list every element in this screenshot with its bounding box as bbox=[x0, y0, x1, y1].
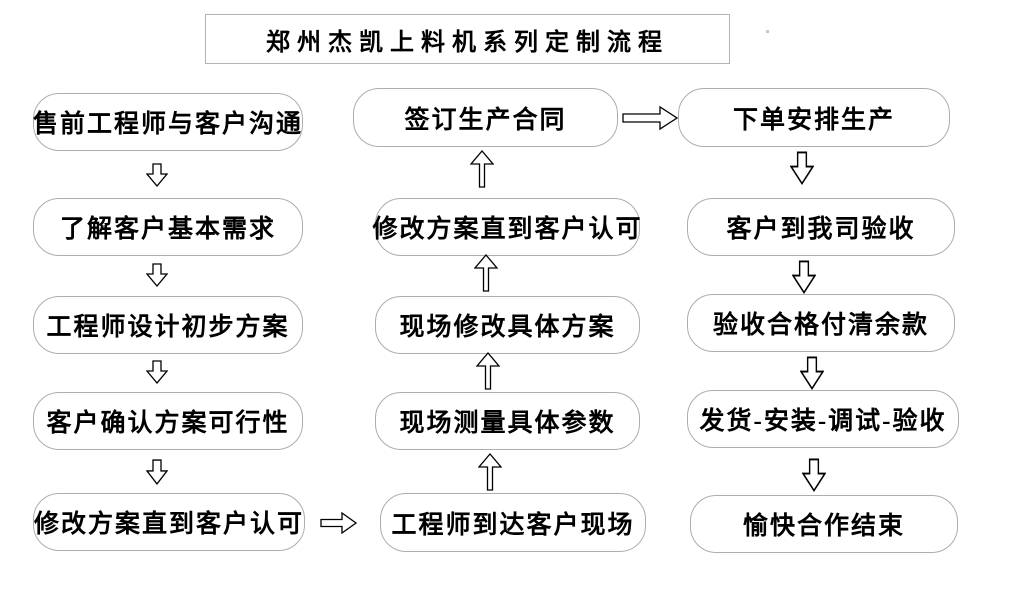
node-middle-1: 签订生产合同 bbox=[353, 88, 618, 147]
down-arrow-icon bbox=[792, 260, 816, 294]
node-middle-2: 修改方案直到客户认可 bbox=[372, 198, 643, 256]
node-left-3-label: 工程师设计初步方案 bbox=[46, 314, 290, 341]
node-right-5: 愉快合作结束 bbox=[690, 495, 958, 553]
node-right-4: 发货-安装-调试-验收 bbox=[687, 390, 959, 448]
down-arrow-icon bbox=[800, 356, 824, 390]
node-right-1-label: 下单安排生产 bbox=[732, 106, 895, 134]
dot-artifact bbox=[766, 30, 769, 33]
node-left-1: 售前工程师与客户沟通 bbox=[33, 93, 303, 151]
up-arrow-icon bbox=[478, 453, 502, 491]
node-left-4: 客户确认方案可行性 bbox=[33, 392, 303, 450]
node-left-4-label: 客户确认方案可行性 bbox=[46, 410, 290, 437]
right-arrow-icon bbox=[320, 511, 358, 535]
node-left-5: 修改方案直到客户认可 bbox=[33, 493, 305, 551]
node-middle-4-label: 现场测量具体参数 bbox=[399, 410, 616, 437]
node-middle-4: 现场测量具体参数 bbox=[375, 392, 640, 450]
node-right-3-label: 验收合格付清余款 bbox=[712, 312, 929, 339]
page-title: 郑州杰凯上料机系列定制流程 bbox=[266, 29, 669, 56]
node-left-1-label: 售前工程师与客户沟通 bbox=[33, 111, 304, 138]
title-box: 郑州杰凯上料机系列定制流程 bbox=[205, 14, 730, 64]
node-right-1: 下单安排生产 bbox=[678, 88, 950, 147]
down-arrow-icon bbox=[146, 263, 168, 287]
node-middle-3-label: 现场修改具体方案 bbox=[399, 314, 616, 341]
node-middle-5-label: 工程师到达客户现场 bbox=[391, 511, 635, 539]
node-left-2-label: 了解客户基本需求 bbox=[59, 216, 276, 243]
down-arrow-icon bbox=[790, 151, 814, 185]
node-left-2: 了解客户基本需求 bbox=[33, 198, 303, 256]
node-middle-3: 现场修改具体方案 bbox=[375, 296, 640, 354]
down-arrow-icon bbox=[146, 459, 168, 485]
up-arrow-icon bbox=[474, 254, 498, 292]
node-middle-2-label: 修改方案直到客户认可 bbox=[372, 216, 643, 243]
up-arrow-icon bbox=[470, 150, 494, 188]
node-right-4-label: 发货-安装-调试-验收 bbox=[699, 408, 947, 435]
down-arrow-icon bbox=[802, 458, 826, 492]
down-arrow-icon bbox=[146, 360, 168, 384]
node-right-3: 验收合格付清余款 bbox=[687, 294, 955, 352]
node-middle-5: 工程师到达客户现场 bbox=[380, 493, 646, 552]
node-middle-1-label: 签订生产合同 bbox=[404, 106, 567, 134]
up-arrow-icon bbox=[476, 352, 500, 390]
node-left-5-label: 修改方案直到客户认可 bbox=[34, 511, 305, 538]
node-right-2-label: 客户到我司验收 bbox=[726, 216, 916, 243]
node-left-3: 工程师设计初步方案 bbox=[33, 296, 303, 354]
node-right-2: 客户到我司验收 bbox=[687, 198, 955, 256]
down-arrow-icon bbox=[146, 163, 168, 187]
node-right-5-label: 愉快合作结束 bbox=[742, 513, 905, 540]
right-arrow-icon bbox=[622, 105, 679, 131]
